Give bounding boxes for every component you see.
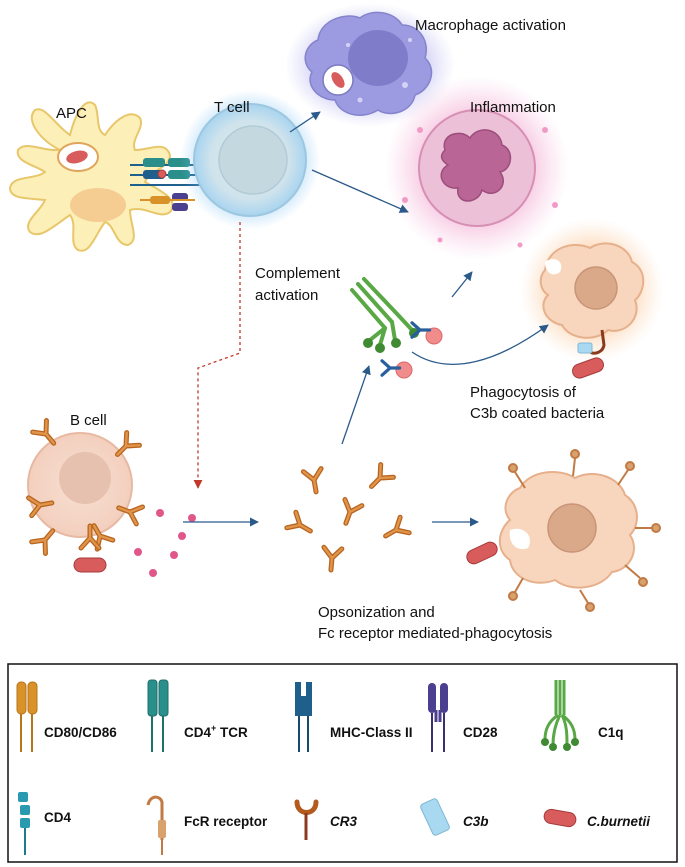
legend-c1q: C1q xyxy=(598,725,624,740)
legend-cd4-tcr: CD4+ TCR xyxy=(184,723,248,740)
legend: CD80/CD86 CD4+ TCR MHC-Class II CD28 xyxy=(7,663,678,863)
legend-cd4: CD4 xyxy=(44,810,71,825)
legend-cd80: CD80/CD86 xyxy=(44,725,117,740)
c1q-icon xyxy=(541,680,579,751)
b-cell-label: B cell xyxy=(70,412,107,429)
opsonization-label-2: Fc receptor mediated-phagocytosis xyxy=(318,625,552,642)
c3b-icon xyxy=(420,798,450,836)
c1q-complex xyxy=(350,277,443,379)
complement-label-2: activation xyxy=(255,287,318,304)
legend-fcr: FcR receptor xyxy=(184,814,268,829)
phagocyte-c3b xyxy=(520,218,664,381)
cd4-tcr-icon xyxy=(147,679,169,752)
macrophage-activation-label: Macrophage activation xyxy=(415,17,566,34)
pathway-arrows xyxy=(183,111,549,527)
cd4-icon xyxy=(18,792,30,855)
legend-frame xyxy=(7,663,678,863)
activated-macrophage xyxy=(285,3,455,127)
phagocytosis-label-1: Phagocytosis of xyxy=(470,384,577,401)
t-cell xyxy=(180,90,320,230)
apc-cell xyxy=(8,101,174,252)
fcr-receptor-icon xyxy=(146,795,166,855)
complement-antibody-2 xyxy=(410,321,432,339)
dashed-t-to-b-arrow xyxy=(193,222,241,489)
inflammation-label: Inflammation xyxy=(470,99,556,116)
legend-cd28: CD28 xyxy=(463,725,498,740)
cr3-icon xyxy=(294,799,319,840)
legend-cr3: CR3 xyxy=(330,814,357,829)
cd28-icon xyxy=(428,683,448,752)
legend-c3b: C3b xyxy=(463,814,489,829)
t-cell-label: T cell xyxy=(214,99,250,116)
phagocytosis-label-2: C3b coated bacteria xyxy=(470,405,605,422)
legend-cburnetii: C.burnetii xyxy=(587,814,650,829)
b-cell xyxy=(28,421,142,573)
cd80-icon xyxy=(16,681,38,752)
apc-label: APC xyxy=(56,105,87,122)
free-antibodies xyxy=(287,465,409,571)
inflamed-neutrophil xyxy=(385,76,569,260)
secreted-cytokines xyxy=(134,509,196,577)
complement-antibody-1 xyxy=(380,359,402,377)
mhc-class-ii-icon xyxy=(295,682,312,752)
legend-mhc: MHC-Class II xyxy=(330,725,413,740)
opsonizing-phagocyte xyxy=(464,449,661,612)
complement-label-1: Complement xyxy=(255,265,341,282)
opsonization-label-1: Opsonization and xyxy=(318,604,435,621)
